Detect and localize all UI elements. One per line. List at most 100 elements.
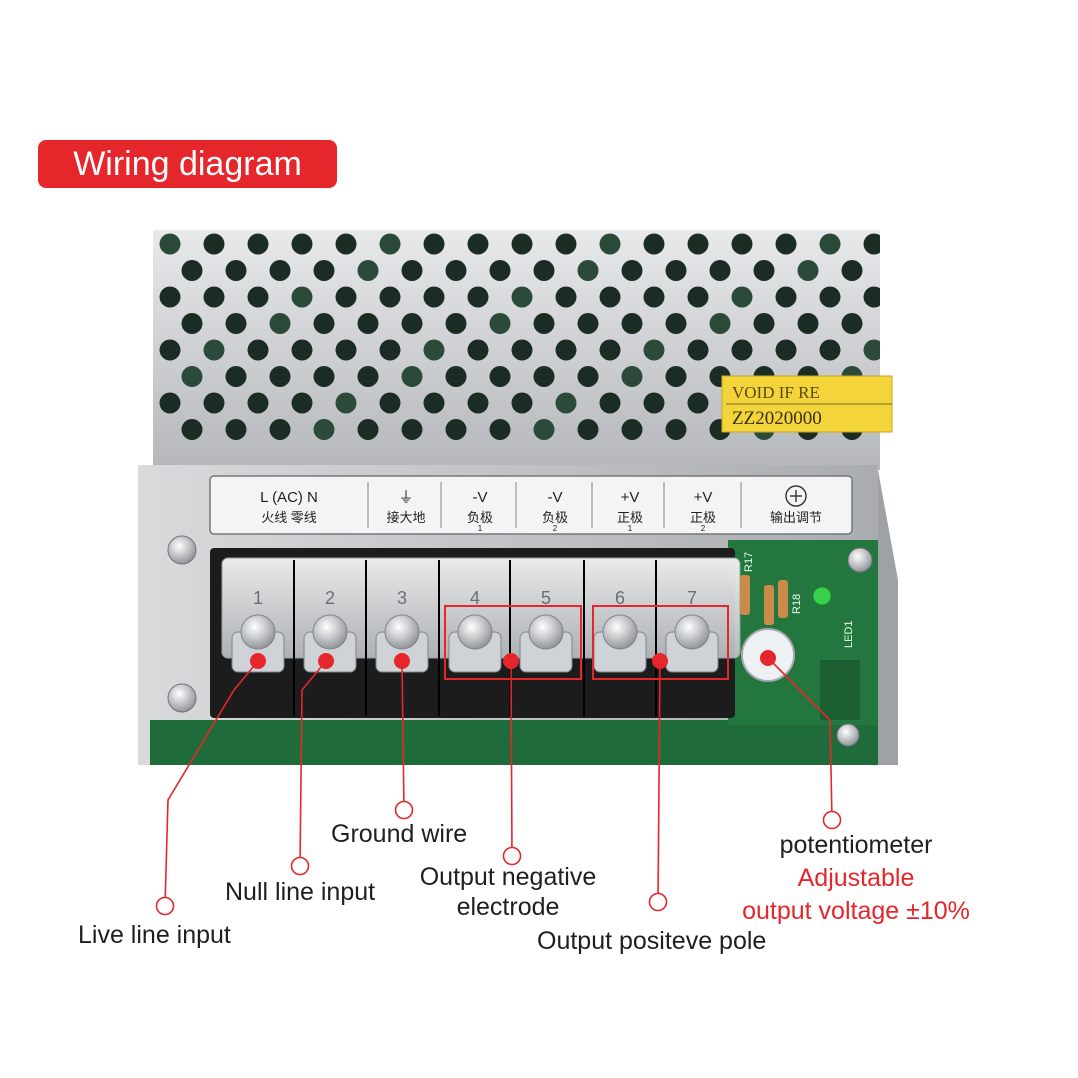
perforation-hole [181, 366, 203, 387]
perforation-hole [687, 339, 709, 361]
title-badge: Wiring diagram [38, 140, 337, 188]
terminal-screw [312, 614, 348, 650]
perforation-hole [665, 313, 687, 334]
perforation-hole [489, 260, 511, 281]
leader-null [299, 660, 327, 867]
terminal-number: 3 [397, 588, 407, 608]
perforation-hole [753, 313, 775, 334]
perforation-hole [599, 339, 621, 361]
sticker-line-1: VOID IF RE [732, 383, 820, 402]
perforation-hole [709, 260, 731, 281]
perforation-hole [313, 260, 335, 281]
panel-label-sub: 1 [478, 524, 483, 533]
callout-potentiometer-line-2: Adjustable [797, 864, 915, 892]
perforation-hole [819, 286, 841, 308]
perforation-hole [511, 233, 533, 255]
panel-label-top: L (AC) N [260, 489, 318, 506]
perforation-hole [203, 339, 225, 361]
perforation-hole [775, 286, 797, 308]
perforation-hole [313, 366, 335, 387]
panel-label-bottom: 火线 零线 [261, 510, 317, 525]
panel-label-bottom: 正极 [617, 510, 643, 525]
callout-potentiometer: potentiometer Adjustable output voltage … [726, 830, 986, 926]
panel-label-bottom: 接大地 [386, 510, 425, 525]
perforation-hole [731, 233, 753, 255]
perforation-hole [335, 233, 357, 255]
panel-label-sub: 2 [553, 524, 558, 533]
perforation-hole [665, 419, 687, 440]
terminal-screw [602, 614, 638, 650]
panel-label-top: ⏚ [398, 489, 413, 506]
resistor-r18 [764, 585, 774, 625]
leader-positive-ring [648, 892, 668, 912]
perforation-hole [203, 392, 225, 414]
perforation-hole [555, 286, 577, 308]
perforation-hole [930, 419, 951, 440]
callout-null-line: Null line input [225, 878, 376, 906]
perforation-hole [643, 233, 665, 255]
perforation-hole [379, 392, 401, 414]
panel-label-bottom: 正极 [690, 510, 716, 525]
perforation-hole [445, 419, 467, 440]
leader-negative-ring [502, 846, 522, 866]
perforation-hole [775, 339, 797, 361]
callout-ground-wire: Ground wire [331, 820, 468, 848]
perforation-hole [533, 313, 555, 334]
perforation-hole [357, 366, 379, 387]
perforation-hole [379, 233, 401, 255]
perforation-hole [775, 233, 797, 255]
perforation-hole [467, 392, 489, 414]
perforation-hole [181, 313, 203, 334]
perforation-hole [379, 286, 401, 308]
leader-null-dot [318, 653, 334, 669]
perforation-hole [335, 286, 357, 308]
screw-right-bottom [836, 723, 860, 747]
perforation-hole [930, 313, 951, 334]
leader-negative-dot [503, 653, 519, 669]
leader-potentiometer [767, 657, 833, 821]
perforation-hole [665, 366, 687, 387]
perforation-hole [335, 339, 357, 361]
perforation-hole [930, 366, 951, 387]
leader-live [164, 660, 259, 907]
perforation-hole [291, 392, 313, 414]
terminal-screw [528, 614, 564, 650]
perforation-hole [247, 233, 269, 255]
perforation-hole [643, 286, 665, 308]
perforation-hole [841, 260, 863, 281]
perforation-hole [401, 313, 423, 334]
perforation-hole [181, 419, 203, 440]
perforation-hole [159, 233, 181, 255]
perforation-hole [819, 339, 841, 361]
void-sticker: VOID IF RE ZZ2020000 [721, 375, 893, 433]
perforation-hole [269, 366, 291, 387]
perforation-hole [908, 234, 929, 255]
panel-label-bottom: 负极 [542, 510, 568, 525]
panel-label-top: +V [694, 489, 713, 506]
perforation-hole [511, 392, 533, 414]
terminal-screw [384, 614, 420, 650]
perforation-hole [930, 260, 951, 281]
leader-positive [657, 660, 661, 903]
perforation-hole [599, 286, 621, 308]
sticker-line-2: ZZ2020000 [732, 408, 822, 429]
pcb [150, 540, 878, 765]
perforation-hole [335, 392, 357, 414]
perforation-hole [159, 339, 181, 361]
label-panel [209, 475, 853, 535]
perforation-hole [269, 260, 291, 281]
perforation-hole [467, 233, 489, 255]
perforation-hole [797, 260, 819, 281]
perforation-hole [841, 313, 863, 334]
perforation-hole [247, 392, 269, 414]
perforation-hole [401, 366, 423, 387]
perforation-hole [423, 233, 445, 255]
perforation-hole [731, 339, 753, 361]
perforation-hole [621, 260, 643, 281]
label-panel-groups: L (AC) N火线 零线⏚接大地-V负极1-V负极2+V正极1+V正极2输出调… [260, 482, 822, 533]
leader-positive-dot [652, 653, 668, 669]
callout-output-positive: Output positeve pole [537, 927, 767, 955]
perforation-hole [269, 313, 291, 334]
